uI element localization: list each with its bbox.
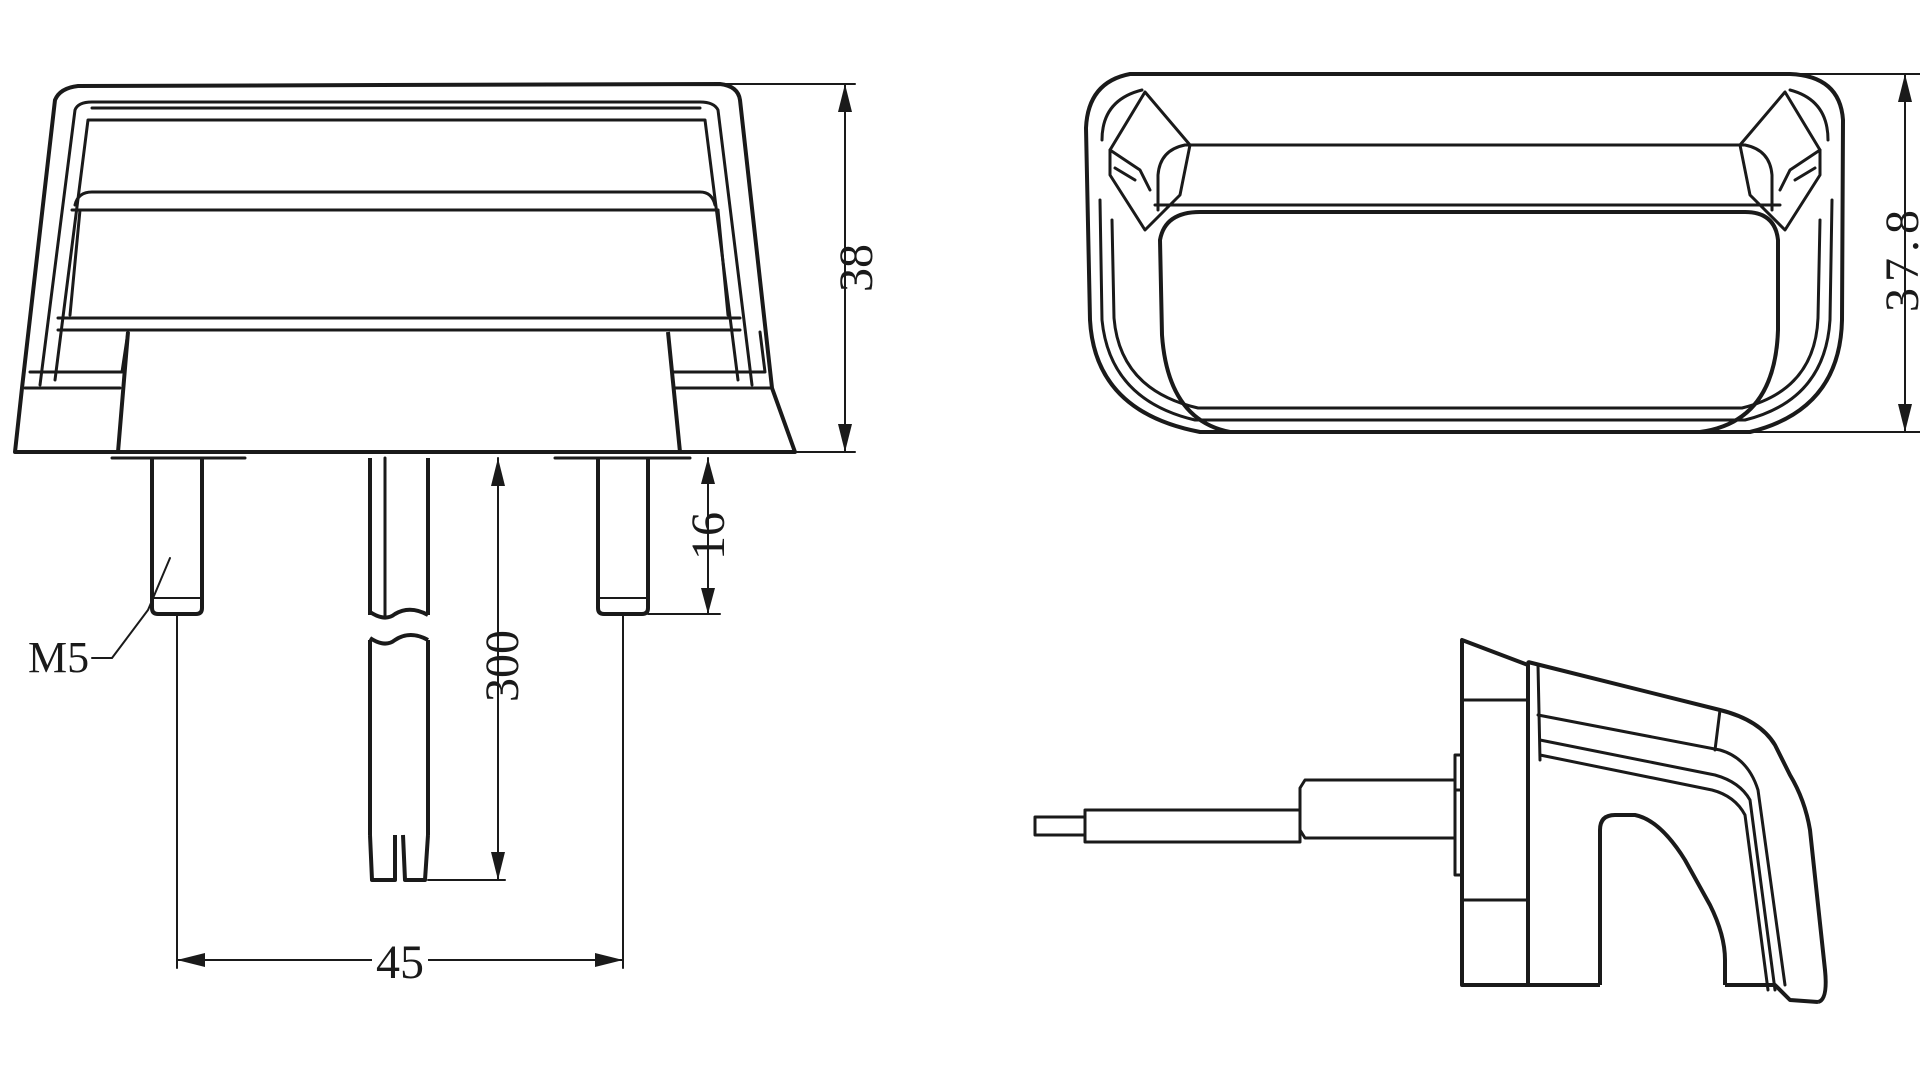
dim-300-arrow-top [491,458,505,486]
rear-top-band-curve [1156,143,1774,212]
side-cable-gland [1298,778,1457,840]
right-stud [596,458,650,616]
dim-300-label: 300 [476,630,529,702]
rear-outer-outline [1084,72,1845,434]
rear-right-clip-detail [1778,148,1822,192]
front-middle-ledge [73,190,717,207]
front-lower-band [56,316,742,332]
dim-378-label: 37.8 [1876,204,1920,312]
cable-wire-ends [368,834,430,882]
left-stud [150,458,204,616]
side-housing-top [1527,660,1828,1004]
cable-break-top [368,607,429,620]
rear-outline-3 [1098,198,1834,422]
side-housing-edge-2 [1538,738,1777,992]
side-housing-edge-3 [1538,753,1770,992]
front-dimensions: 38 16 300 45 M5 [28,83,883,989]
front-view [13,82,797,460]
m5-label: M5 [28,633,89,682]
dim-45-arrow-left [177,953,205,967]
dim-45-arrow-right [595,953,623,967]
front-right-foot [670,330,772,390]
cable-break-bottom [368,633,429,646]
front-inner-frame [38,100,754,387]
side-cable [1083,808,1302,844]
dim-45-label: 45 [376,936,424,989]
rear-right-clip [1738,90,1822,232]
front-inner-frame-2 [53,118,740,382]
rear-outline-4 [1110,218,1822,410]
dim-45-label-bg [372,935,428,981]
front-connections [150,456,650,882]
side-cable-tip [1033,815,1087,837]
dim-16-arrow-top [701,458,715,484]
dim-378-arrow-top [1898,74,1912,102]
dim-16-arrow-bottom [701,588,715,614]
rear-dimensions: 37.8 [1749,73,1920,433]
side-housing-edge-1 [1536,713,1787,987]
rear-outline-2 [1100,88,1830,142]
dim-38-label: 38 [830,244,883,292]
side-foot-cutout [1598,813,1727,985]
dim-38-arrow-bottom [838,424,852,452]
rear-inner-lens [1158,210,1780,434]
cable-upper [368,458,430,615]
front-housing-outline [13,82,797,454]
front-base-block [116,331,682,454]
side-mounting-plate [1460,638,1530,987]
dim-38-arrow-top [838,84,852,112]
dim-300-arrow-bottom [491,852,505,880]
front-lower-window [68,208,730,317]
rear-left-clip [1108,90,1192,232]
dim-16-label: 16 [682,512,735,560]
rear-top-band [1153,143,1782,207]
m5-leader [91,557,171,659]
front-bottom-edge [13,450,797,460]
rear-view [1084,72,1845,434]
side-view [1033,638,1828,1004]
front-left-foot [23,330,130,390]
cable-lower [368,640,430,835]
dim-378-arrow-bottom [1898,404,1912,432]
side-plate-nub [1453,753,1464,877]
rear-left-clip-detail [1108,148,1152,192]
side-bottom-edge [1528,983,1819,1004]
side-housing-step [1536,663,1722,762]
